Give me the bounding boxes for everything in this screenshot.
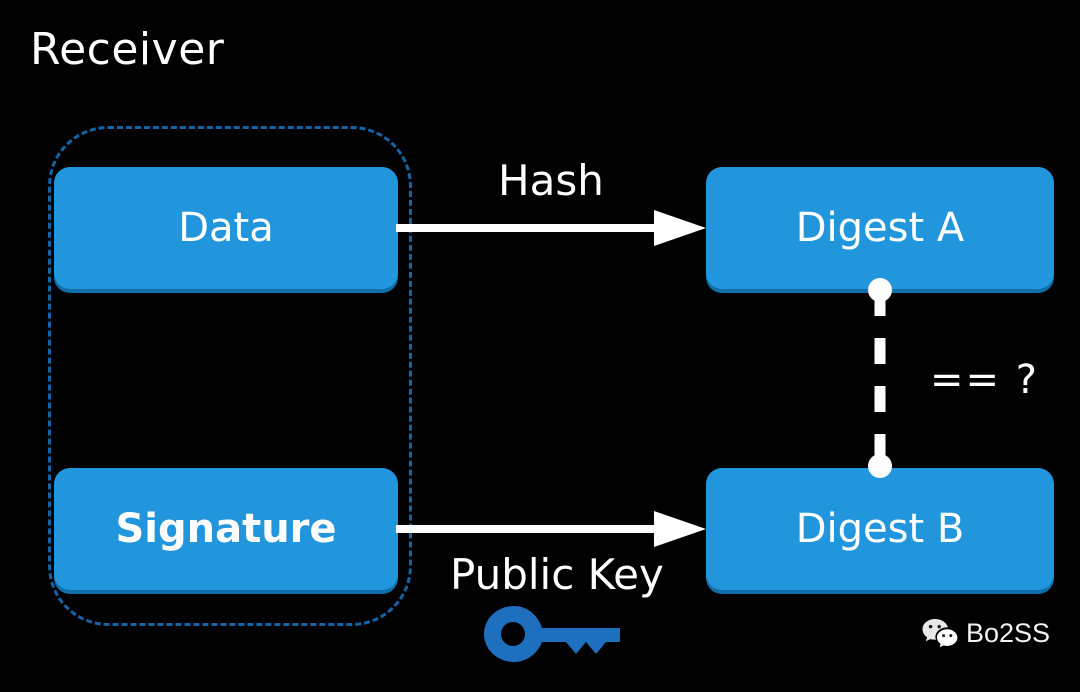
- edge-label-public-key: Public Key: [450, 550, 664, 599]
- key-icon: [484, 606, 620, 662]
- node-signature[interactable]: Signature: [54, 468, 398, 590]
- arrow-data-to-digest-a: [396, 210, 706, 246]
- node-data-label: Data: [178, 205, 274, 251]
- comparison-connector: [868, 278, 892, 478]
- edge-label-hash: Hash: [498, 156, 604, 205]
- watermark-text: Bo2SS: [966, 618, 1051, 648]
- page-title: Receiver: [30, 24, 225, 75]
- node-digest-a[interactable]: Digest A: [706, 167, 1054, 289]
- node-digest-b-label: Digest B: [795, 506, 965, 552]
- comparison-label: == ?: [930, 357, 1039, 403]
- node-digest-b[interactable]: Digest B: [706, 468, 1054, 590]
- node-digest-a-label: Digest A: [795, 205, 965, 251]
- receiver-dashed-group: [48, 126, 412, 626]
- node-signature-label: Signature: [115, 506, 337, 552]
- wechat-logo-icon: [922, 619, 958, 648]
- node-data[interactable]: Data: [54, 167, 398, 289]
- arrow-signature-to-digest-b: [396, 511, 706, 547]
- watermark: Bo2SS: [922, 618, 1050, 648]
